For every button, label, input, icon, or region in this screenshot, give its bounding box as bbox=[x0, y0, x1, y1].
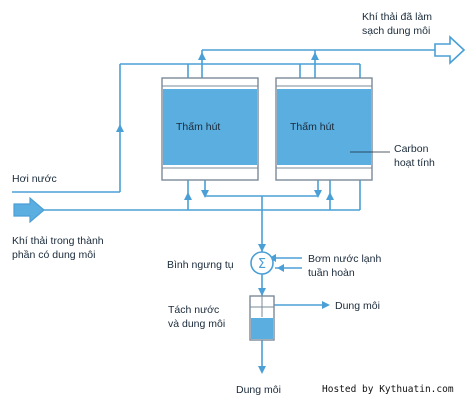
adsorber-left-bed bbox=[163, 89, 257, 165]
condenser-coil-icon: Σ bbox=[258, 257, 266, 272]
condenser-label: Bình ngưng tụ bbox=[167, 259, 234, 271]
flow-arrow-left-bottom bbox=[201, 190, 209, 198]
adsorber-left-label: Thấm hút bbox=[176, 121, 220, 133]
inlet-gas-arrow-icon bbox=[13, 196, 45, 224]
steam-label: Hơi nước bbox=[12, 173, 57, 185]
big-arrows bbox=[13, 35, 466, 224]
labels: Khí thải đã làm sạch dung môi Carbon hoạ… bbox=[12, 11, 454, 396]
watermark-text: Hosted by Kythuatin.com bbox=[322, 384, 454, 395]
solvent-bottom-label: Dung môi bbox=[236, 384, 281, 396]
flow-arrow-right-inlet bbox=[326, 192, 334, 200]
clean-gas-outlet-arrow-icon bbox=[434, 35, 466, 65]
coolant-label-line2: tuần hoàn bbox=[308, 267, 355, 279]
flow-arrow-steam-riser bbox=[116, 124, 124, 132]
separator-label-line2: và dung môi bbox=[168, 318, 225, 330]
flow-arrow-solvent-bottom bbox=[258, 366, 266, 374]
inlet-gas-label-line1: Khí thải trong thành bbox=[12, 235, 104, 247]
carbon-label-line1: Carbon bbox=[394, 143, 429, 155]
clean-gas-label-line1: Khí thải đã làm bbox=[362, 11, 432, 23]
coolant-label-line1: Bơm nước lạnh bbox=[308, 253, 381, 265]
flow-arrow-coolant-out bbox=[277, 264, 284, 272]
flow-arrow-to-separator bbox=[258, 288, 266, 296]
flow-arrow-right-bottom bbox=[314, 190, 322, 198]
flow-arrow-right-outlet bbox=[311, 52, 319, 60]
separator bbox=[249, 295, 275, 341]
flow-arrow-left-inlet bbox=[184, 192, 192, 200]
flow-arrow-solvent-side bbox=[322, 301, 330, 309]
flow-arrow-to-condenser bbox=[258, 244, 266, 252]
carbon-label-line2: hoạt tính bbox=[394, 157, 435, 169]
adsorber-right: Thấm hút bbox=[275, 77, 373, 181]
separator-water-layer bbox=[251, 318, 273, 339]
flow-arrow-left-outlet bbox=[198, 52, 206, 60]
adsorber-left: Thấm hút bbox=[161, 77, 259, 181]
condenser: Σ bbox=[250, 251, 274, 275]
clean-gas-label-line2: sạch dung môi bbox=[362, 25, 430, 37]
separator-label-line1: Tách nước bbox=[168, 304, 219, 316]
solvent-side-label: Dung môi bbox=[335, 300, 380, 312]
adsorber-right-label: Thấm hút bbox=[290, 121, 334, 133]
inlet-gas-label-line2: phần có dung môi bbox=[12, 249, 95, 261]
condenser-shell bbox=[250, 251, 274, 275]
